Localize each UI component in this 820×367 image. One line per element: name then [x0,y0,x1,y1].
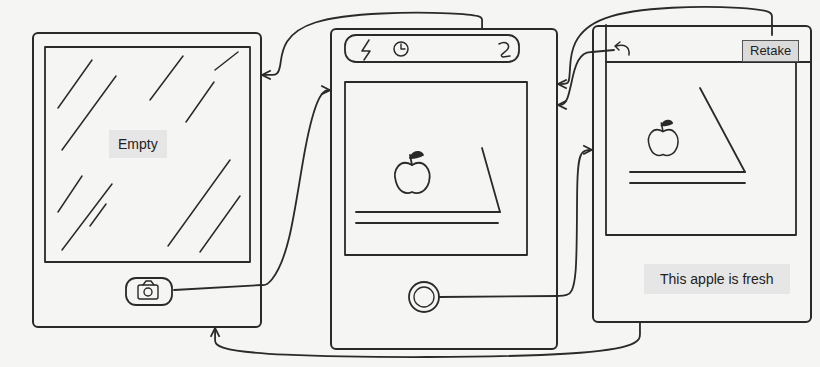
leader-line [174,285,262,290]
apple-leaf [410,152,423,158]
camera-body [138,285,158,299]
leader-line [439,296,558,297]
hatch-line [62,76,116,150]
phone-screen: Empty [32,32,262,328]
flow-arrow [558,150,592,296]
toolbar-outline [345,35,519,62]
retake-button: Retake [742,40,799,62]
text-slot: This apple is fresh [644,264,790,294]
hatch-line [200,196,240,252]
flow-arrow [215,323,640,357]
empty-screen [45,47,250,262]
camera-top [143,281,154,285]
switch-camera-icon [499,43,510,57]
scene-line [482,148,500,212]
back-icon [615,42,629,55]
timer-icon [394,42,408,56]
camera-lens [144,288,152,296]
apple-body [395,163,430,193]
connectors [215,7,772,357]
apple-body [649,130,678,156]
phone-screen: RetakeThis apple is fresh [592,25,812,323]
apple-leaf [661,120,672,125]
flow-arrow [262,13,482,75]
hatch-line [90,204,106,226]
empty-state-label: Empty [109,130,167,158]
result-message: This apple is fresh [644,264,790,294]
scene-line [356,222,498,224]
shutter-inner [414,287,434,307]
text-slot: Retake [742,40,799,62]
button-outline [126,278,172,305]
leader-line [592,50,614,52]
flash-icon [362,40,370,60]
shutter-button [409,282,558,312]
hatch-line [58,176,82,212]
scene-line [700,88,745,172]
hatch-line [62,184,112,250]
shutter-outline [409,282,439,312]
scene-line [630,171,745,173]
hatch-line [58,60,92,108]
flow-arrow [558,7,772,84]
camera-toolbar [345,35,519,62]
scene-line [630,182,745,184]
hatch-line [168,160,230,246]
hatching [58,52,240,252]
apple-drawing [649,120,678,155]
flow-arrow [262,90,330,285]
camera-button [126,278,262,305]
timer-hands [401,44,405,49]
hatch-line [186,82,214,122]
screen-frame [345,82,527,255]
flow-arrow [558,52,592,105]
result-screen [592,25,810,235]
hatch-line [150,56,183,100]
screen-frame [45,47,250,262]
scene-line [356,211,500,213]
text-slot: Empty [109,130,167,158]
hatch-line [215,52,238,70]
apple-drawing [395,152,430,193]
viewfinder [345,82,527,255]
phone-screen [330,28,558,350]
